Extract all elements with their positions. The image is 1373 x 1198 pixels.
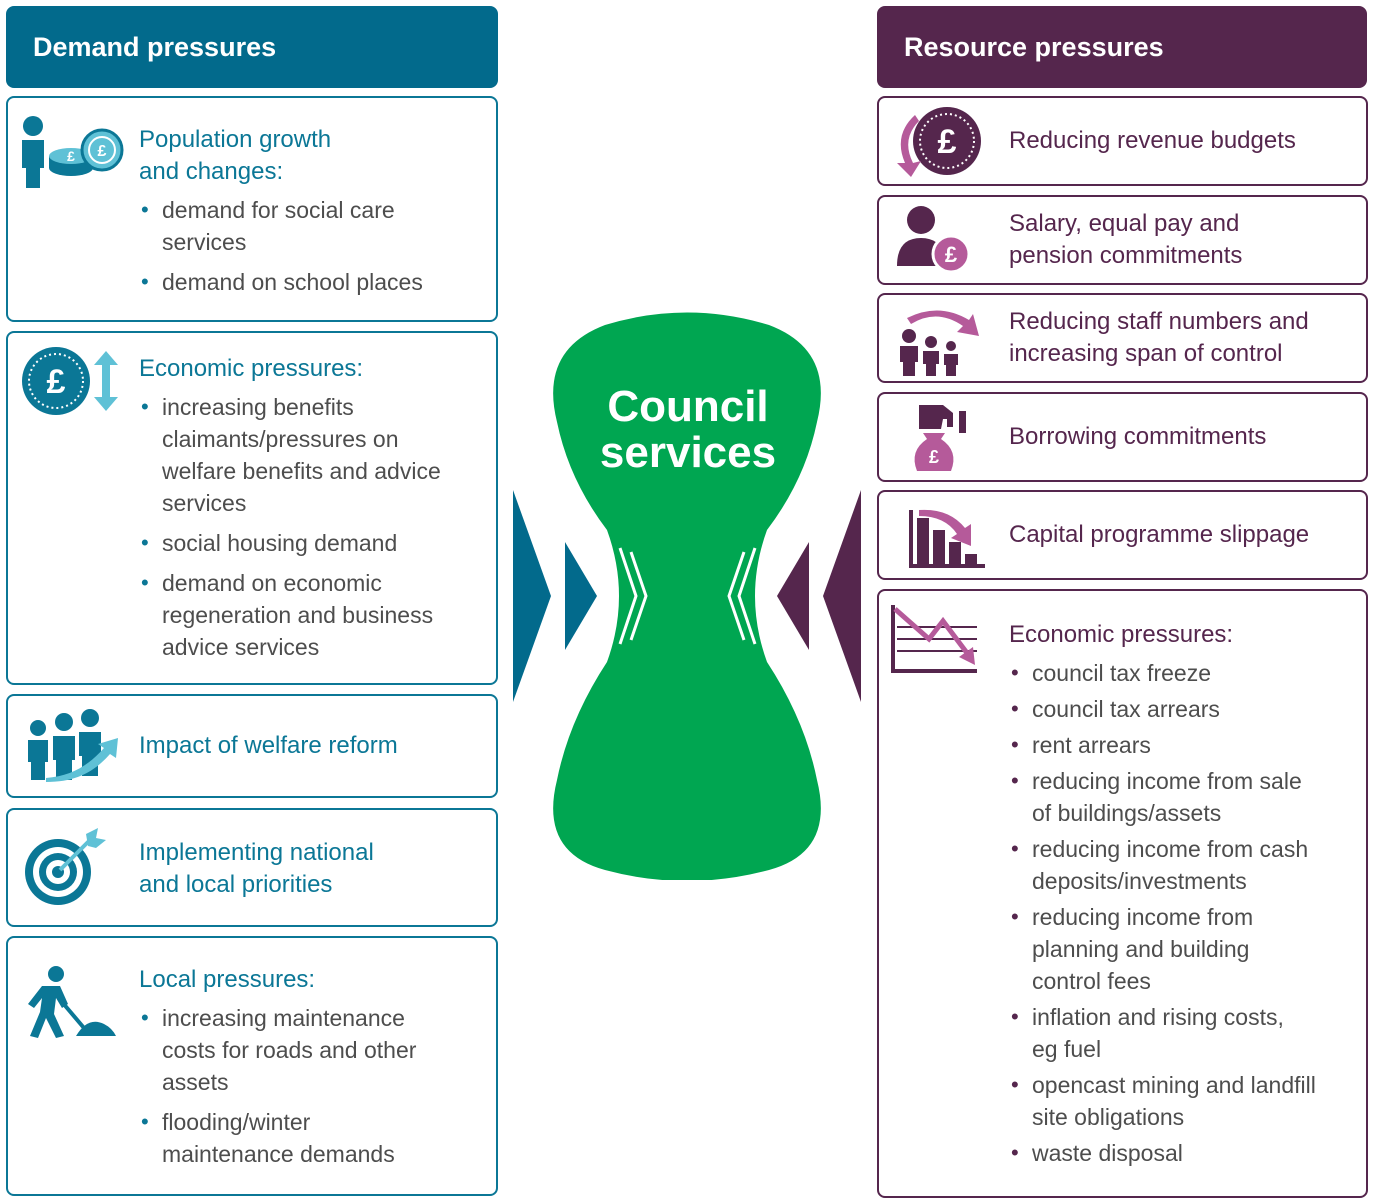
list-item: waste disposal — [1009, 1137, 1358, 1169]
demand-box-welfare-reform: Impact of welfare reform — [6, 694, 498, 798]
line-chart-down-icon — [891, 605, 977, 673]
resource-box-title: Reducing revenue budgets — [1009, 127, 1296, 154]
council-services-label: Council services — [599, 382, 777, 477]
svg-text:£: £ — [938, 123, 957, 161]
resource-box-title: Salary, equal pay and pension commitment… — [1009, 210, 1243, 269]
person-coins-icon: £ £ — [22, 116, 124, 188]
resource-box-title: Capital programme slippage — [1009, 521, 1310, 548]
roadworker-digging-icon — [28, 966, 116, 1038]
list-item: reducing income from cash deposits/inves… — [1009, 833, 1358, 897]
demand-box-priorities: Implementing national and local prioriti… — [6, 808, 498, 927]
resource-box-title: Reducing staff numbers and increasing sp… — [1009, 308, 1309, 367]
hand-money-bag-icon: £ — [914, 405, 966, 471]
svg-text:£: £ — [945, 242, 958, 267]
resource-arrow-inner — [777, 542, 809, 650]
resource-box-revenue-budgets: £ Reducing revenue budgets — [877, 96, 1368, 186]
list-item: increasing benefits claimants/pressures … — [139, 391, 488, 519]
resource-pressures-header: Resource pressures — [877, 6, 1367, 88]
resource-box-economic: Economic pressures: council tax freeze c… — [877, 589, 1368, 1198]
resource-box-capital: Capital programme slippage — [877, 490, 1368, 580]
bar-chart-down-arrow-icon — [909, 509, 985, 568]
demand-arrow-outer — [513, 490, 551, 702]
list-item: reducing income from planning and buildi… — [1009, 901, 1358, 997]
demand-box-title: Impact of welfare reform — [139, 732, 398, 759]
demand-box-economic: £ Economic pressures: increasing benefit… — [6, 331, 498, 685]
list-item: inflation and rising costs, eg fuel — [1009, 1001, 1358, 1065]
list-item: social housing demand — [139, 527, 488, 559]
demand-pressures-header: Demand pressures — [6, 6, 498, 88]
demand-box-title: Local pressures: — [139, 966, 316, 993]
people-down-arrow-icon — [900, 310, 979, 376]
demand-box-title: Economic pressures: — [139, 355, 364, 382]
council-services-diagram — [513, 312, 861, 880]
list-item: reducing income from sale of buildings/a… — [1009, 765, 1358, 829]
svg-text:£: £ — [67, 148, 75, 164]
list-item: rent arrears — [1009, 729, 1358, 761]
resource-arrow-outer — [823, 490, 861, 702]
chevron-right-icon — [629, 551, 648, 641]
list-item: council tax freeze — [1009, 657, 1358, 689]
person-pound-icon: £ — [897, 206, 971, 274]
demand-box-population: £ £ Population growth and changes: deman… — [6, 96, 498, 322]
chevron-right-icon — [618, 547, 638, 645]
svg-text:£: £ — [98, 143, 107, 160]
demand-box-title: Implementing national and local prioriti… — [139, 839, 374, 898]
council-services-shape — [553, 312, 821, 880]
resource-box-borrowing: £ Borrowing commitments — [877, 392, 1368, 482]
list-item: demand on economic regeneration and busi… — [139, 567, 488, 663]
list-item: opencast mining and landfill site obliga… — [1009, 1069, 1358, 1133]
chevron-left-icon — [727, 551, 746, 641]
resource-box-title: Borrowing commitments — [1009, 423, 1267, 450]
svg-text:£: £ — [47, 363, 66, 401]
people-rising-arrow-icon — [28, 709, 118, 782]
pound-coin-up-down-arrow-icon: £ — [22, 347, 118, 415]
list-item: flooding/winter maintenance demands — [139, 1106, 488, 1170]
resource-box-salary: £ Salary, equal pay and pension commitme… — [877, 195, 1368, 285]
demand-arrow-inner — [565, 542, 597, 650]
pound-coin-down-arrow-icon: £ — [897, 107, 981, 177]
demand-box-title: Population growth and changes: — [139, 126, 332, 185]
chevron-left-icon — [737, 547, 757, 645]
resource-box-staff: Reducing staff numbers and increasing sp… — [877, 293, 1368, 383]
resource-box-title: Economic pressures: — [1009, 621, 1234, 648]
demand-box-local: Local pressures: increasing maintenance … — [6, 936, 498, 1196]
target-arrow-icon — [25, 828, 106, 905]
list-item: demand for social care services — [139, 194, 488, 258]
list-item: demand on school places — [139, 266, 488, 298]
list-item: increasing maintenance costs for roads a… — [139, 1002, 488, 1098]
svg-text:£: £ — [929, 447, 939, 467]
list-item: council tax arrears — [1009, 693, 1358, 725]
